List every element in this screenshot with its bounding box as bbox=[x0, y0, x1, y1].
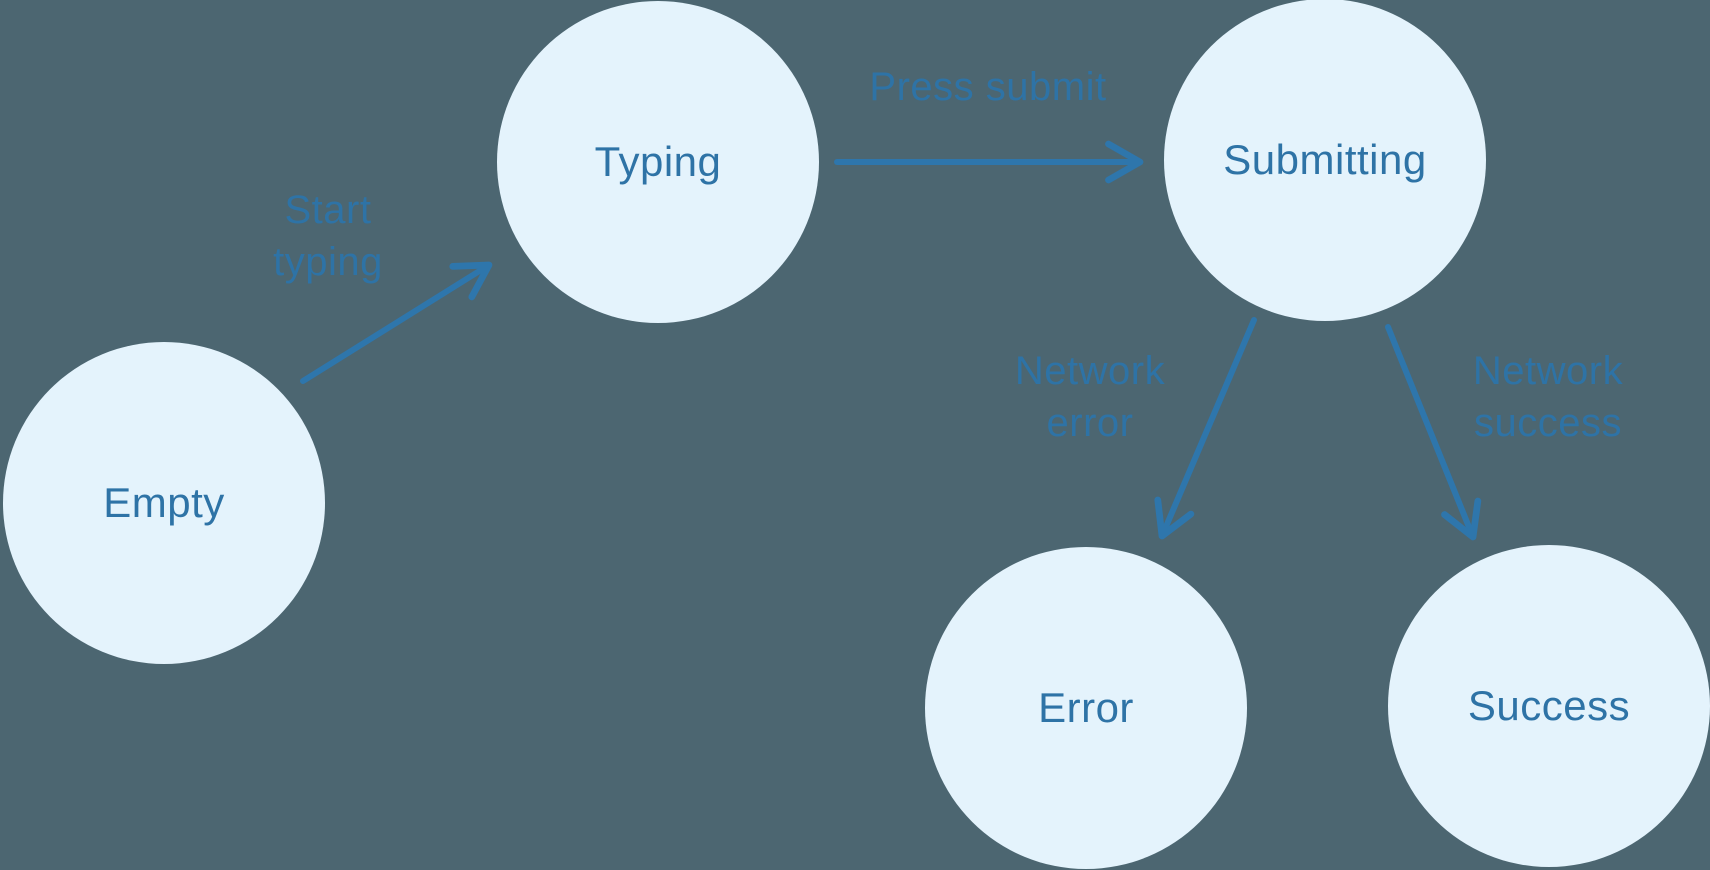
state-node-empty: Empty bbox=[3, 342, 325, 664]
edge-label-line: error bbox=[1046, 401, 1134, 445]
edge-label-line: Press submit bbox=[869, 65, 1107, 109]
edge-arrow-start-typing bbox=[300, 261, 493, 384]
edge-label-network-success: Network success bbox=[1473, 345, 1623, 449]
state-label-empty: Empty bbox=[103, 479, 225, 526]
edge-label-start-typing: Start typing bbox=[273, 184, 383, 288]
state-node-submitting: Submitting bbox=[1164, 0, 1486, 321]
edge-label-line: Network bbox=[1472, 349, 1624, 393]
edge-label-network-error: Network error bbox=[1015, 345, 1165, 449]
state-label-typing: Typing bbox=[594, 138, 722, 185]
state-node-error: Error bbox=[925, 547, 1247, 869]
state-label-error: Error bbox=[1038, 684, 1134, 731]
state-node-typing: Typing bbox=[497, 1, 819, 323]
edge-label-line: Network bbox=[1014, 349, 1166, 393]
state-label-success: Success bbox=[1467, 682, 1631, 729]
state-label-submitting: Submitting bbox=[1223, 136, 1427, 183]
edge-label-line: Start bbox=[284, 188, 372, 232]
edge-arrow-network-error bbox=[1154, 317, 1257, 540]
edge-arrow-network-success bbox=[1385, 324, 1482, 541]
edge-label-line: typing bbox=[273, 240, 383, 284]
edge-label-press-submit: Press submit bbox=[869, 61, 1106, 113]
edge-label-line: success bbox=[1473, 401, 1622, 445]
state-node-success: Success bbox=[1388, 545, 1710, 867]
